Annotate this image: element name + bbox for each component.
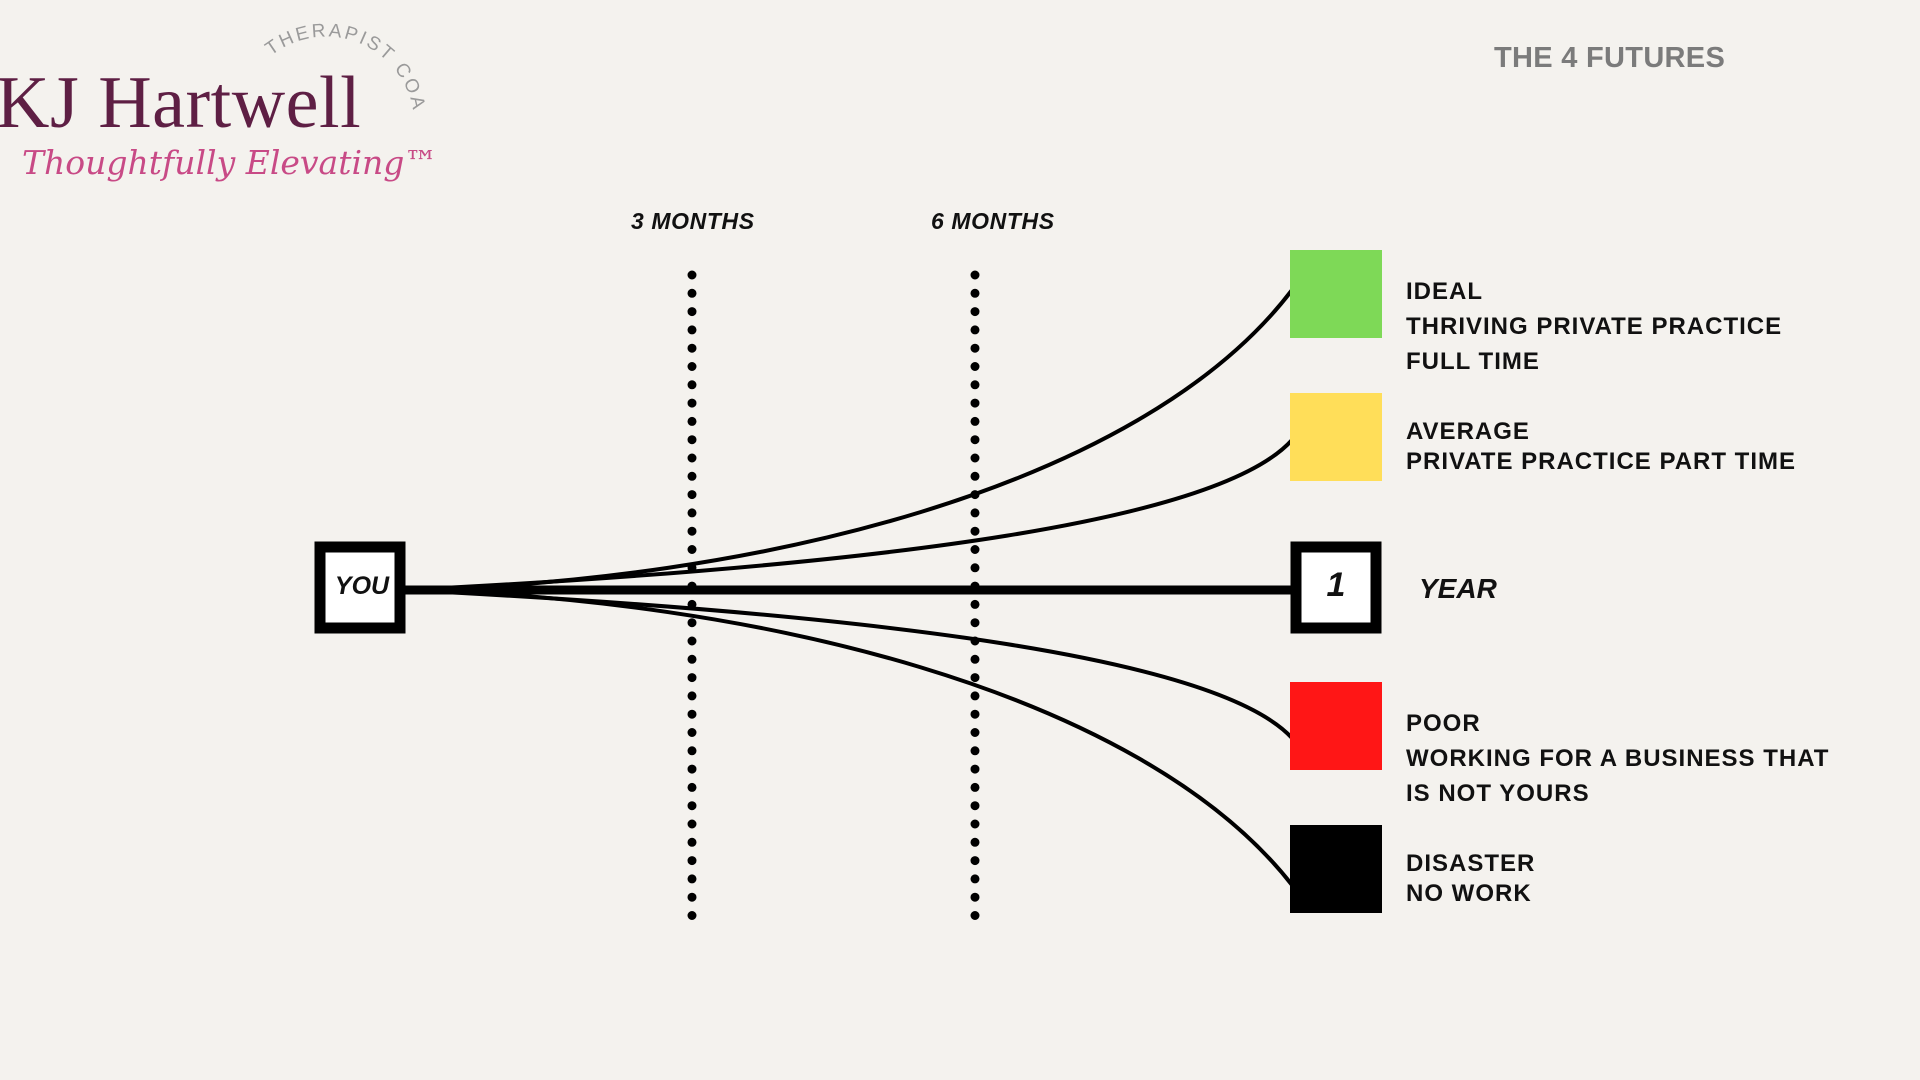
year-number: 1 [1326, 566, 1346, 604]
swatch-average [1290, 393, 1382, 481]
future-poor-line-3: IS NOT YOURS [1406, 780, 1590, 807]
year-box [1290, 541, 1382, 634]
you-box [314, 541, 406, 634]
future-average-title: AVERAGE [1406, 418, 1530, 445]
you-label: YOU [334, 572, 390, 600]
future-ideal-text: IDEAL THRIVING PRIVATE PRACTICE FULL TIM… [1406, 274, 1782, 379]
curve-ideal [404, 288, 1294, 592]
swatch-ideal [1290, 250, 1382, 338]
page-title: THE 4 FUTURES [1494, 42, 1726, 74]
future-poor-text: POOR WORKING FOR A BUSINESS THAT IS NOT … [1406, 706, 1829, 811]
future-ideal-title: IDEAL [1406, 278, 1483, 305]
future-ideal-line-2: THRIVING PRIVATE PRACTICE [1406, 313, 1783, 340]
future-disaster-line-2: NO WORK [1406, 880, 1532, 907]
future-poor-title: POOR [1406, 710, 1481, 737]
arc-text-logo: THERAPIST COACH [0, 0, 427, 113]
curve-disaster [404, 588, 1294, 887]
brand-tagline: Thoughtfully Elevating™ [22, 143, 438, 182]
future-average-line-2: PRIVATE PRACTICE PART TIME [1406, 448, 1797, 475]
future-disaster-text: DISASTER NO WORK [1406, 849, 1535, 909]
year-label: YEAR [1419, 573, 1497, 604]
curve-average [404, 438, 1294, 592]
swatch-disaster [1290, 825, 1382, 913]
brand-name: KJ Hartwell [0, 62, 362, 144]
marker-label-6-months: 6 MONTHS [931, 208, 1055, 234]
curve-poor [404, 588, 1294, 740]
swatch-poor [1290, 682, 1382, 770]
future-ideal-line-3: FULL TIME [1406, 348, 1540, 375]
future-poor-line-2: WORKING FOR A BUSINESS THAT [1406, 745, 1830, 772]
marker-label-3-months: 3 MONTHS [631, 208, 755, 234]
future-disaster-title: DISASTER [1406, 850, 1536, 877]
future-average-text: AVERAGE PRIVATE PRACTICE PART TIME [1406, 417, 1796, 477]
